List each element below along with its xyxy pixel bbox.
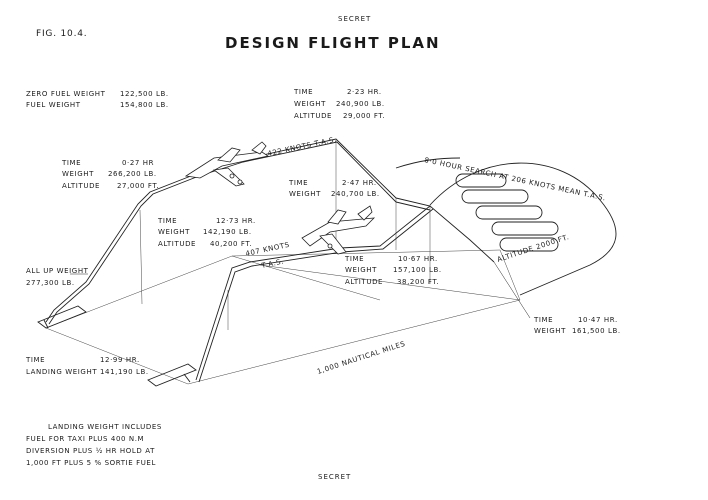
annotation-value: 266,200 LB. [108, 170, 157, 178]
ground-line [499, 249, 521, 301]
note-line: 1,000 FT PLUS 5 % SORTIE FUEL [26, 459, 156, 467]
annotation-value: 10·47 HR. [578, 316, 618, 324]
annotation-value: 161,500 LB. [572, 327, 621, 335]
annotation-label: ALTITUDE [158, 240, 197, 248]
annotation-label: LANDING WEIGHT [26, 368, 98, 376]
search-area [395, 157, 617, 296]
annotation-label: TIME [289, 179, 309, 187]
annotation-value: 240,700 LB. [331, 190, 380, 198]
annotation-label: TIME [534, 316, 554, 324]
return-flight-path [195, 205, 434, 383]
annotation-value: 157,100 LB. [393, 266, 442, 274]
annotation-label: TIME [158, 217, 178, 225]
classification-bottom: SECRET [318, 473, 352, 481]
annotation-value: 141,190 LB. [100, 368, 149, 376]
search-racetrack [475, 205, 543, 220]
outbound-speed-label: 422 KNOTS T.A.S. [267, 135, 338, 158]
landing-runway [147, 363, 197, 387]
note-line: FUEL FOR TAXI PLUS 400 N.M [26, 435, 145, 443]
runway-mark [183, 373, 191, 383]
annotation-label: WEIGHT [345, 266, 377, 274]
search-racetrack [461, 189, 529, 204]
annotation-label: TIME [345, 255, 365, 263]
ground-reference-lines [45, 140, 521, 385]
takeoff-runway [37, 305, 87, 329]
annotation-value: 240,900 LB. [336, 100, 385, 108]
ground-line [187, 299, 521, 385]
zero-fuel-label: ZERO FUEL WEIGHT [26, 90, 106, 98]
annotation-label: WEIGHT [158, 228, 190, 236]
aircraft-return-icon [301, 205, 376, 255]
annotation-label: ALTITUDE [345, 278, 384, 286]
annotation-label: ALTITUDE [62, 182, 101, 190]
note-line: DIVERSION PLUS ½ HR HOLD AT [26, 447, 155, 455]
page-title: DESIGN FLIGHT PLAN [225, 34, 441, 52]
ground-line [231, 255, 381, 301]
annotation-value: 12·99 HR. [100, 356, 140, 364]
annotation-label: TIME [294, 88, 314, 96]
fuel-weight-label: FUEL WEIGHT [26, 101, 81, 109]
annotation-value: 40,200 FT. [210, 240, 253, 248]
annotation-value: 29,000 FT. [343, 112, 386, 120]
aircraft-outbound-icon [184, 141, 270, 187]
annotation-value: 12·73 HR. [216, 217, 256, 225]
outbound-flight-path [45, 138, 397, 325]
search-racetrack [455, 173, 507, 188]
ground-line [231, 249, 501, 257]
annotation-label: WEIGHT [534, 327, 566, 335]
zero-fuel-value: 122,500 LB. [120, 90, 169, 98]
search-racetrack [499, 237, 559, 252]
ground-line [259, 264, 521, 301]
annotation-value: 2·47 HR. [342, 179, 377, 187]
annotation-value: 10·67 HR. [398, 255, 438, 263]
return-speed-tas-label: T.A.S. [260, 257, 285, 270]
annotation-label: ALL UP WEIGHT [26, 267, 89, 275]
ground-line [45, 327, 189, 385]
annotation-value: 27,000 FT. [117, 182, 160, 190]
annotation-value: 0·27 HR [122, 159, 155, 167]
annotation-value: 277,300 LB. [26, 279, 75, 287]
annotation-label: TIME [26, 356, 46, 364]
note-line: LANDING WEIGHT INCLUDES [48, 423, 162, 431]
annotation-label: WEIGHT [294, 100, 326, 108]
annotation-label: ALTITUDE [294, 112, 333, 120]
annotation-value: 38,200 FT. [397, 278, 440, 286]
runway-mark [43, 319, 49, 329]
search-racetrack [491, 221, 559, 236]
annotation-label: WEIGHT [62, 170, 94, 178]
annotation-label: WEIGHT [289, 190, 321, 198]
annotation-label: TIME [62, 159, 82, 167]
annotation-value: 2·23 HR. [347, 88, 382, 96]
figure-label: FIG. 10.4. [36, 29, 88, 39]
leader-lines [70, 187, 531, 319]
search-leader [395, 157, 461, 169]
ground-line [139, 209, 143, 305]
annotation-value: 142,190 LB. [203, 228, 252, 236]
fuel-weight-value: 154,800 LB. [120, 101, 169, 109]
classification-top: SECRET [338, 15, 372, 23]
distance-label: 1,000 NAUTICAL MILES [316, 340, 406, 376]
